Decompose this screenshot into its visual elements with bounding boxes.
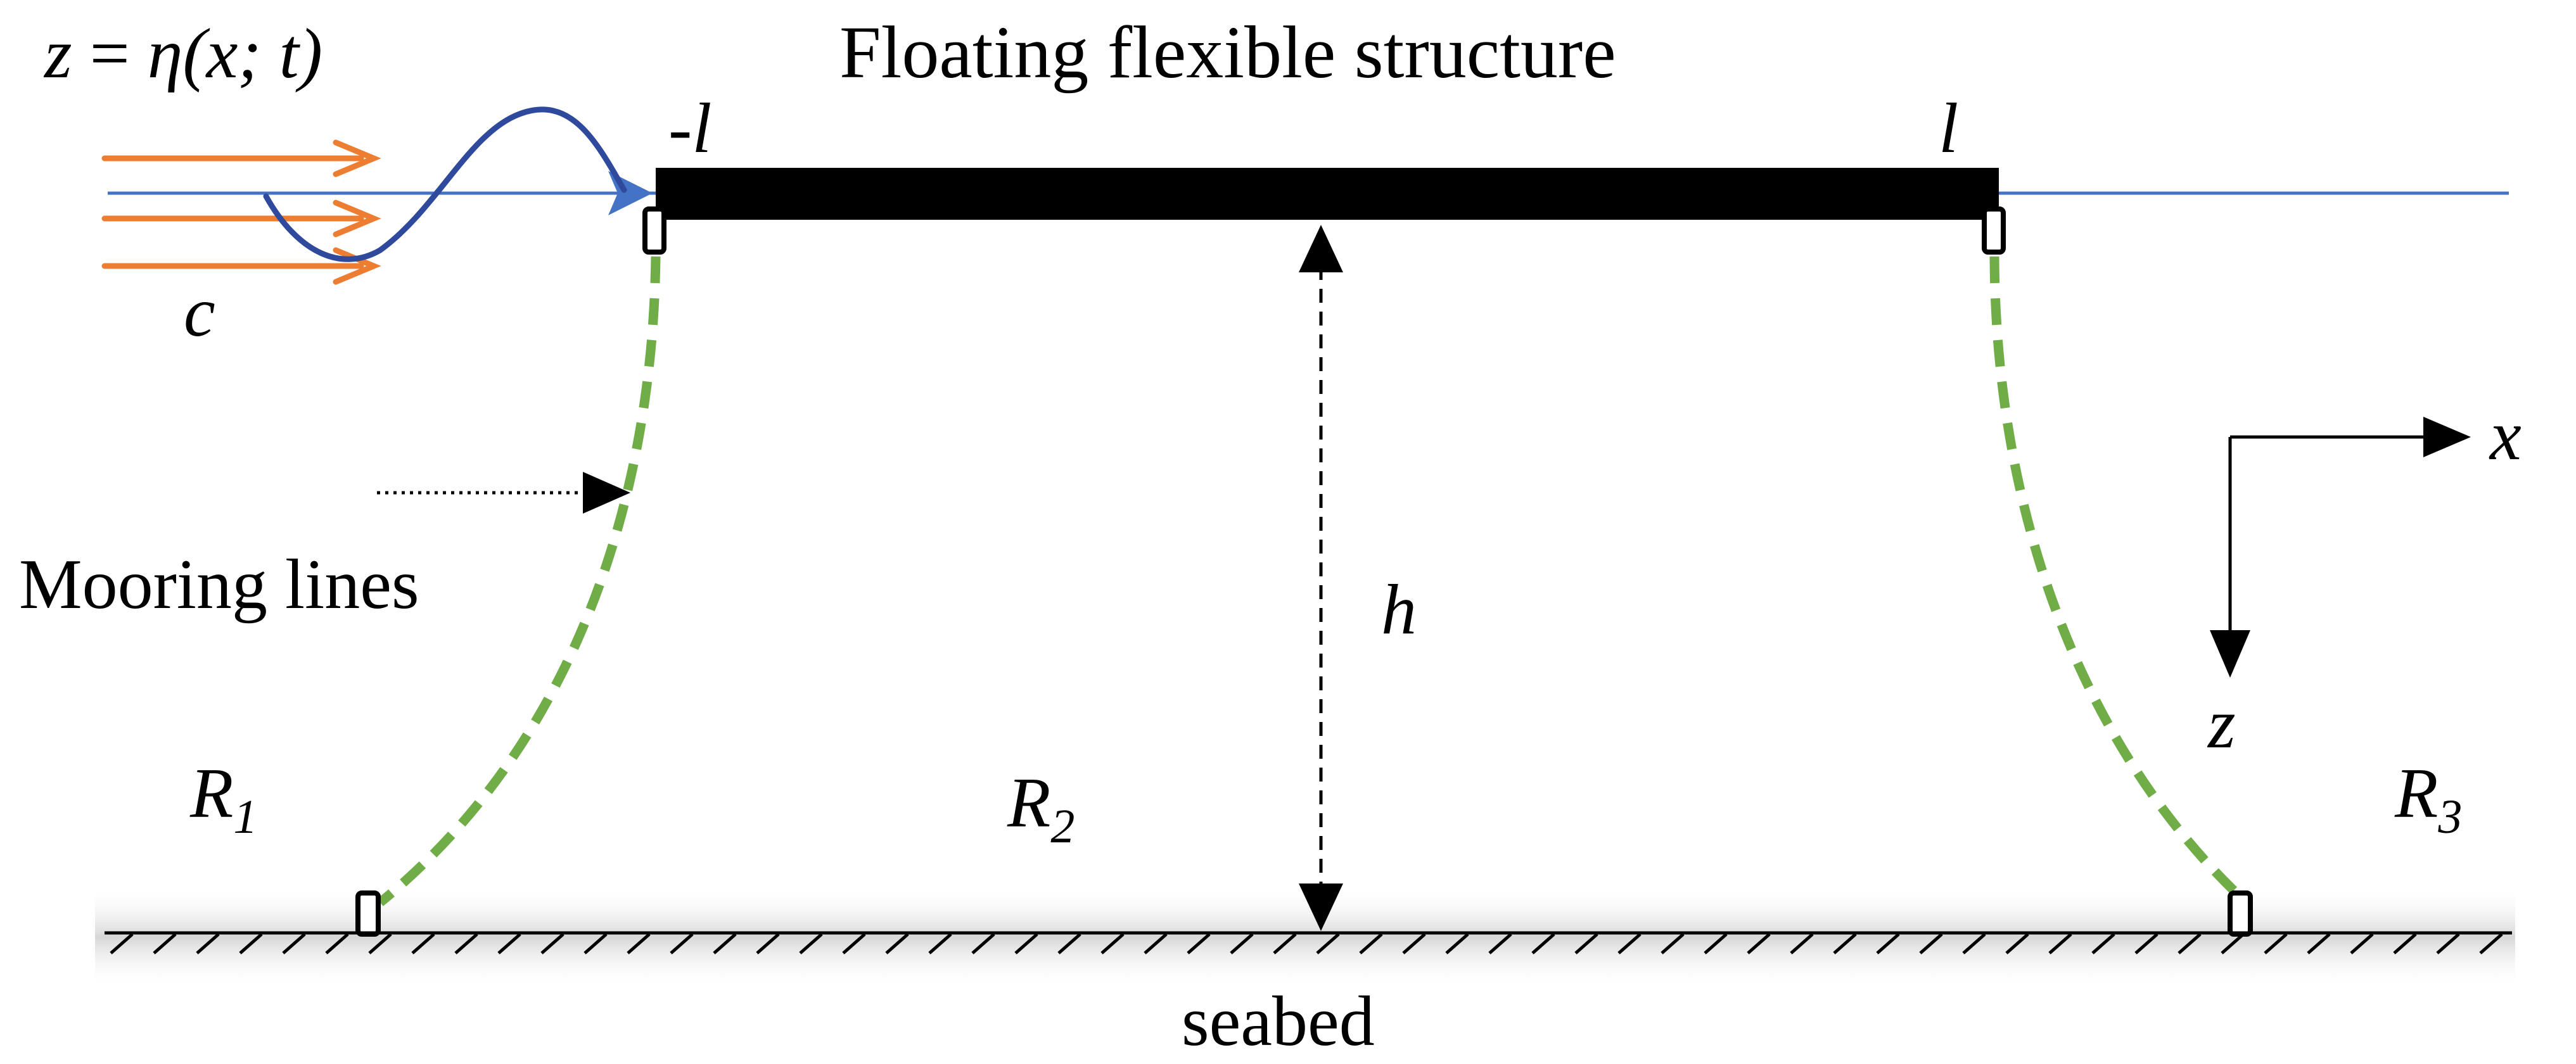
seabed-hatch-mark bbox=[1919, 933, 1943, 954]
current-speed-label: c bbox=[184, 273, 215, 352]
seabed-label: seabed bbox=[1182, 982, 1375, 1061]
seabed-hatch-mark bbox=[2177, 933, 2202, 954]
seabed-hatch-mark bbox=[2048, 933, 2072, 954]
seabed-hatch-mark bbox=[1057, 933, 1081, 954]
z-axis-arrowhead-icon bbox=[2210, 630, 2250, 678]
seabed-hatch-mark bbox=[282, 933, 306, 954]
right-structure-fitting bbox=[1982, 206, 2006, 255]
current-arrowhead-3-icon bbox=[333, 247, 381, 285]
seabed-hatch-mark bbox=[756, 933, 780, 954]
seabed-hatch-mark bbox=[1100, 933, 1125, 954]
seabed-hatch-mark bbox=[2350, 933, 2374, 954]
left-seabed-anchor bbox=[355, 890, 381, 937]
seabed-hatch-mark bbox=[2479, 933, 2503, 954]
seabed-hatch-mark bbox=[325, 933, 349, 954]
seabed-hatch-mark bbox=[2436, 933, 2460, 954]
seabed-hatch-mark bbox=[583, 933, 608, 954]
seabed-hatch-mark bbox=[1230, 933, 1254, 954]
seabed-hatch-mark bbox=[1144, 933, 1168, 954]
seabed-hatch-mark bbox=[713, 933, 737, 954]
seabed-hatch-mark bbox=[454, 933, 478, 954]
region-r3-label: R3 bbox=[2394, 754, 2462, 844]
region-r2-sub: 2 bbox=[1050, 800, 1074, 853]
seabed-hatch-mark bbox=[1790, 933, 1814, 954]
wave-equation-lhs: z bbox=[43, 15, 72, 93]
wave-equation: z = η(x; t) bbox=[43, 15, 322, 93]
wave-curve bbox=[263, 106, 627, 262]
seabed-hatch-mark bbox=[1488, 933, 1512, 954]
seabed-hatch-mark bbox=[1574, 933, 1598, 954]
left-end-label: -l bbox=[668, 89, 711, 168]
seabed-hatch-mark bbox=[1014, 933, 1038, 954]
region-r2-label: R2 bbox=[1007, 764, 1074, 853]
seabed-hatch-mark bbox=[2307, 933, 2331, 954]
seabed-hatch-mark bbox=[2134, 933, 2158, 954]
seabed-hatch-mark bbox=[1661, 933, 1685, 954]
seabed-hatch-mark bbox=[239, 933, 263, 954]
region-r3-main: R bbox=[2394, 754, 2438, 833]
x-axis-label: x bbox=[2489, 396, 2522, 475]
seabed-hatch-mark bbox=[627, 933, 651, 954]
seabed-hatch-mark bbox=[1402, 933, 1426, 954]
seabed-hatch-mark bbox=[2091, 933, 2115, 954]
region-r3-sub: 3 bbox=[2437, 790, 2462, 844]
depth-arrowhead-bottom-icon bbox=[1299, 884, 1343, 931]
seabed-hatching bbox=[110, 933, 2503, 954]
seabed-hatch-mark bbox=[411, 933, 435, 954]
right-mooring-line bbox=[1989, 256, 2243, 900]
seabed-hatch-mark bbox=[1617, 933, 1642, 954]
mooring-pointer-arrowhead-icon bbox=[583, 472, 630, 514]
x-axis-arrowhead-icon bbox=[2423, 417, 2471, 457]
diagram-title: Floating flexible structure bbox=[839, 11, 1616, 94]
seabed-hatch-mark bbox=[1359, 933, 1383, 954]
depth-label: h bbox=[1381, 571, 1417, 649]
seabed-hatch-mark bbox=[1273, 933, 1297, 954]
right-end-label: l bbox=[1939, 89, 1958, 168]
seabed-hatch-mark bbox=[1531, 933, 1555, 954]
seabed-hatch-mark bbox=[110, 933, 134, 954]
seabed-hatch-mark bbox=[196, 933, 220, 954]
seabed-hatch-mark bbox=[842, 933, 866, 954]
current-arrowhead-2-icon bbox=[333, 200, 381, 238]
wave-equation-rhs: η(x; t) bbox=[148, 15, 322, 93]
seabed-hatch-mark bbox=[2005, 933, 2029, 954]
floating-structure-beam bbox=[656, 168, 1999, 220]
seabed-hatch-mark bbox=[2393, 933, 2417, 954]
mooring-lines-label: Mooring lines bbox=[19, 545, 419, 624]
seabed-hatch-mark bbox=[670, 933, 694, 954]
current-arrowhead-1-icon bbox=[333, 139, 381, 177]
seabed-hatch-mark bbox=[2221, 933, 2245, 954]
seabed-hatch-mark bbox=[1187, 933, 1211, 954]
region-r1-label: R1 bbox=[189, 754, 257, 844]
left-mooring-line bbox=[377, 256, 661, 906]
region-r1-main: R bbox=[189, 754, 233, 833]
seabed-hatch-mark bbox=[1962, 933, 1986, 954]
seabed-hatch-mark bbox=[1747, 933, 1771, 954]
seabed-hatch-mark bbox=[1445, 933, 1469, 954]
seabed-hatch-mark bbox=[540, 933, 564, 954]
seabed-hatch-mark bbox=[928, 933, 952, 954]
seabed-hatch-mark bbox=[1833, 933, 1857, 954]
current-arrows bbox=[101, 139, 381, 285]
seabed-hatch-mark bbox=[2264, 933, 2288, 954]
wave-equation-eq: = bbox=[72, 15, 148, 93]
seabed-hatch-mark bbox=[799, 933, 823, 954]
seabed-hatch-mark bbox=[1316, 933, 1340, 954]
seabed-hatch-mark bbox=[497, 933, 521, 954]
right-seabed-anchor bbox=[2228, 890, 2253, 937]
region-r1-sub: 1 bbox=[233, 790, 257, 844]
seabed-hatch-mark bbox=[885, 933, 909, 954]
seabed-hatch-mark bbox=[971, 933, 995, 954]
seabed-hatch-mark bbox=[153, 933, 177, 954]
seabed-hatch-mark bbox=[1876, 933, 1900, 954]
left-structure-fitting bbox=[642, 206, 666, 255]
z-axis-label: z bbox=[2207, 685, 2236, 763]
seabed-hatch-mark bbox=[368, 933, 392, 954]
seabed-hatch-mark bbox=[1704, 933, 1728, 954]
depth-arrowhead-top-icon bbox=[1299, 225, 1343, 272]
region-r2-main: R bbox=[1007, 764, 1050, 842]
